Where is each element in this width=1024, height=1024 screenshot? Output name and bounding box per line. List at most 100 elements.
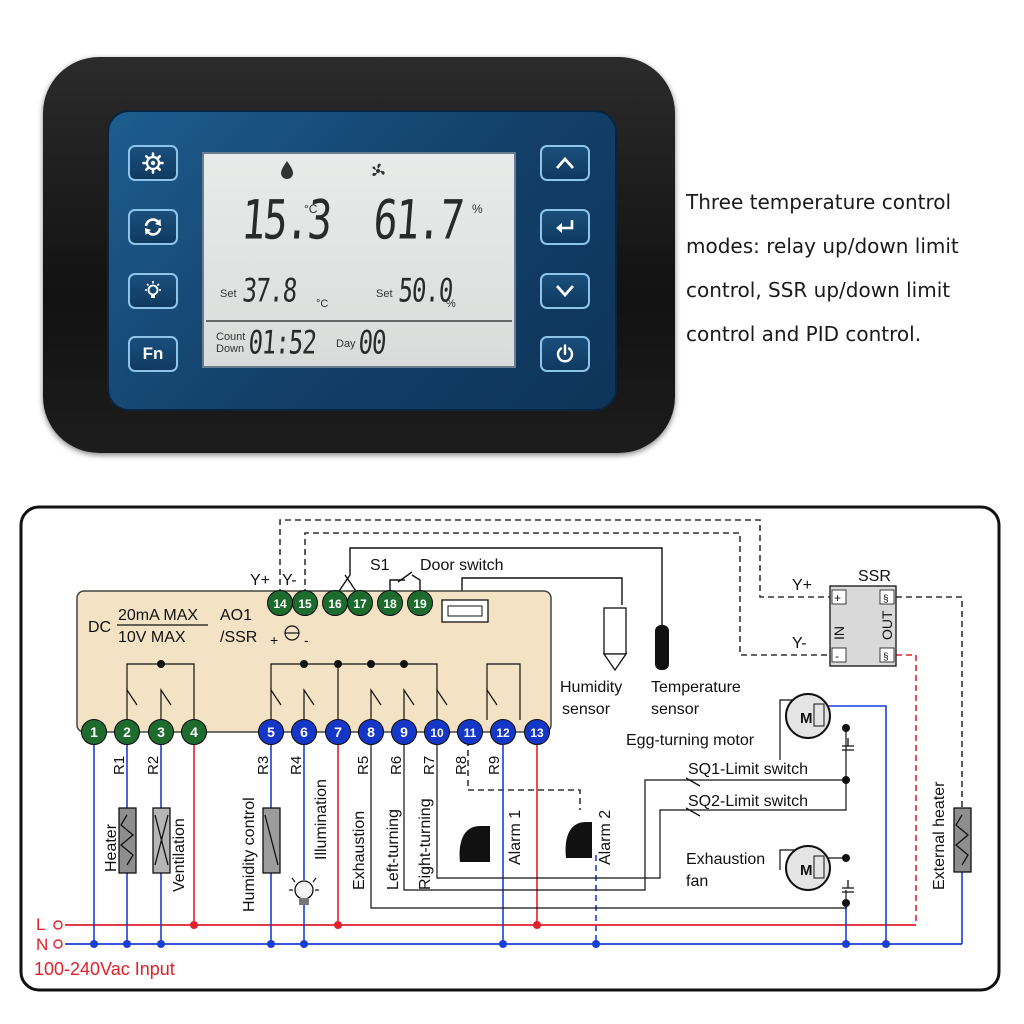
junction-dots <box>157 660 408 668</box>
humidity-sensor <box>602 607 628 672</box>
fan-motor-m: M <box>800 862 813 879</box>
y-minus-label: Y- <box>282 572 297 589</box>
terminal-16-label: 16 <box>328 597 342 611</box>
terminal-8 <box>358 719 384 745</box>
set-humidity-label: Set <box>376 288 393 300</box>
exhaustion-label: Exhaustion <box>351 811 368 890</box>
right-turning-label: Right-turning <box>417 798 434 890</box>
terminal-10-label: 10 <box>430 726 444 740</box>
ssr-plus-mark: + <box>834 591 841 605</box>
terminal-3-label: 3 <box>157 724 165 740</box>
humidity-unit: % <box>472 202 483 216</box>
ssr-label: SSR <box>858 568 891 585</box>
neutral-dots <box>90 940 890 948</box>
terminal-17 <box>347 590 373 616</box>
terminal-6-label: 6 <box>300 724 308 740</box>
fn-button[interactable]: Fn <box>128 336 178 372</box>
alarm1-label: Alarm 1 <box>507 810 524 865</box>
ssr-minus-mark: - <box>835 649 839 663</box>
set-humidity-unit: % <box>446 298 456 310</box>
terminal-15-label: 15 <box>298 597 312 611</box>
humidity-sensor-label-2: sensor <box>562 701 611 718</box>
description-text: Three temperature control modes: relay u… <box>686 180 1006 356</box>
description-line-2: modes: relay up/down limit <box>686 234 959 258</box>
terminal-4 <box>181 719 207 745</box>
relay-r8-label: R8 <box>453 756 470 775</box>
temperature-sensor-label-1: Temperature <box>651 679 741 696</box>
lcd-divider <box>206 320 512 322</box>
left-turning-label: Left-turning <box>385 809 402 890</box>
terminal-14-label: 14 <box>273 597 287 611</box>
motor-dots <box>842 724 850 907</box>
day-label: Day <box>336 338 356 350</box>
settings-button[interactable] <box>128 145 178 181</box>
power-button[interactable] <box>540 336 590 372</box>
l-label: L <box>36 915 45 934</box>
chevron-up-icon <box>555 156 575 169</box>
terminal-2-label: 2 <box>123 724 131 740</box>
live-drops <box>193 745 538 925</box>
humidity-sensor-label-1: Humidity <box>560 679 622 696</box>
relay-r9-label: R9 <box>486 756 503 775</box>
terminal-8-label: 8 <box>367 724 375 740</box>
lightbulb-icon <box>145 281 161 298</box>
s1-label: S1 <box>370 557 390 574</box>
terminal-5 <box>258 719 284 745</box>
neutral-drops <box>93 705 963 944</box>
exhaustion-fan-label-1: Exhaustion <box>686 851 765 868</box>
enter-button[interactable] <box>540 209 590 245</box>
y-plus-label: Y+ <box>250 572 270 589</box>
temperature-sensor <box>655 625 669 670</box>
ssr-in-label: IN <box>831 626 847 640</box>
set-temp-label: Set <box>220 288 237 300</box>
n-label: N <box>36 935 48 954</box>
light-button[interactable] <box>128 273 178 309</box>
terminal-1-label: 1 <box>90 724 98 740</box>
relay-r3-label: R3 <box>255 756 272 775</box>
down-label: Down <box>216 343 245 355</box>
count-label: Count <box>216 331 246 343</box>
terminal-6 <box>291 719 317 745</box>
description-line-4: control and PID control. <box>686 322 922 346</box>
lcd-display: 15.3 °C 61.7 % Set 37.8 °C Set 50.0 % Co… <box>202 152 516 368</box>
terminal-13 <box>524 719 550 745</box>
sq2-switch-symbol <box>685 807 701 817</box>
ssr-ac-mark-1: § <box>883 594 889 605</box>
terminal-10 <box>424 719 450 745</box>
terminal-7-label: 7 <box>334 724 342 740</box>
enter-icon <box>556 220 574 233</box>
relay-labels: R1 R2 R3 R4 R5 R6 R7 R8 R9 <box>111 756 503 775</box>
terminal-17-label: 17 <box>353 597 367 611</box>
relay-r1-label: R1 <box>111 756 128 775</box>
door-switch-symbol <box>397 571 413 583</box>
sq1-switch-symbol <box>685 777 701 787</box>
terminal-15 <box>292 590 318 616</box>
terminal-3 <box>148 719 174 745</box>
temperature-unit: °C <box>304 202 318 216</box>
ssr-out-wire <box>896 654 917 925</box>
load-symbols <box>118 807 972 874</box>
terminal-9-label: 9 <box>400 724 408 740</box>
ssr-y-plus-label: Y+ <box>792 577 812 594</box>
refresh-icon <box>144 218 162 236</box>
lamp-icon <box>289 877 319 905</box>
water-drop-icon <box>281 161 293 179</box>
description-line-1: Three temperature control <box>686 190 952 214</box>
dc-v-label: 10V MAX <box>118 629 186 646</box>
door-switch-label: Door switch <box>420 557 504 574</box>
up-button[interactable] <box>540 145 590 181</box>
dc-label: DC <box>88 619 111 636</box>
egg-turning-motor-label: Egg-turning motor <box>626 732 755 749</box>
ssr-signal-wires <box>279 519 963 810</box>
humidity-control-label: Humidity control <box>241 797 258 912</box>
sq1-label: SQ1-Limit switch <box>688 761 808 778</box>
down-button[interactable] <box>540 273 590 309</box>
ssr-out-label: OUT <box>879 610 895 640</box>
set-temp-unit: °C <box>316 298 329 310</box>
temperature-sensor-label-2: sensor <box>651 701 700 718</box>
dc-ma-label: 20mA MAX <box>118 607 198 624</box>
cycle-button[interactable] <box>128 209 178 245</box>
description-line-3: control, SSR up/down limit <box>686 278 951 302</box>
